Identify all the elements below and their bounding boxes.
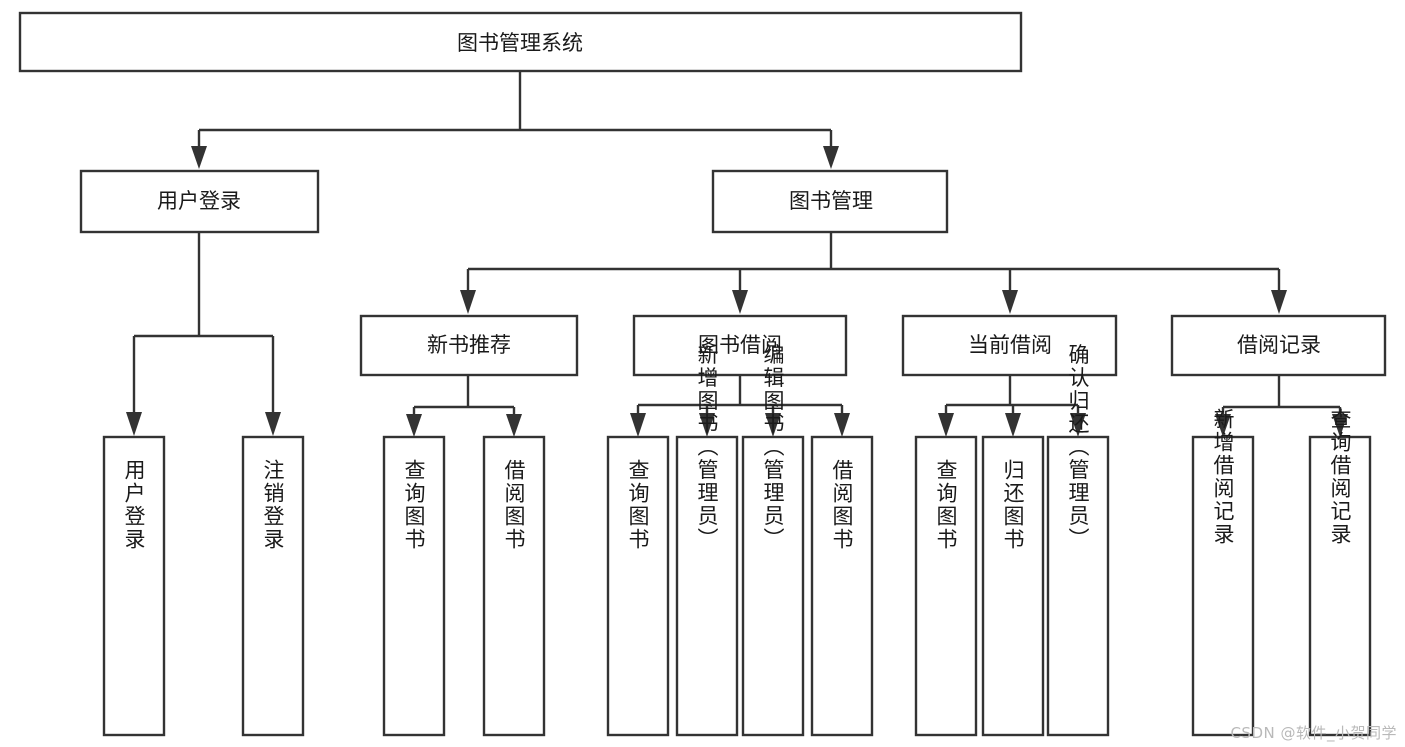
- node-leaf-user-login-label: 用户登录: [122, 459, 146, 551]
- node-leaf-borrow-book-2-label: 借阅图书: [830, 459, 854, 551]
- node-leaf-query-book-1-label: 查询图书: [402, 459, 426, 551]
- arrow-to-leaf-query-book-2: [630, 413, 646, 437]
- node-user-login-box[interactable]: [79, 169, 320, 234]
- node-leaf-query-book-2-box[interactable]: [606, 435, 670, 737]
- node-leaf-edit-book-admin-box[interactable]: [741, 435, 805, 737]
- node-leaf-logout-login[interactable]: 注销登录: [241, 435, 305, 737]
- node-root[interactable]: 图书管理系统: [18, 11, 1023, 73]
- node-leaf-add-borrow-record[interactable]: 新增借阅记录: [1191, 408, 1255, 737]
- node-book-borrow-label: 图书借阅: [698, 333, 782, 357]
- node-leaf-edit-book-admin[interactable]: 编辑图书（管理员）: [741, 344, 805, 737]
- node-leaf-borrow-book-1-box[interactable]: [482, 435, 546, 737]
- node-leaf-borrow-book-2-box[interactable]: [810, 435, 874, 737]
- node-leaf-borrow-book-1-label: 借阅图书: [502, 459, 526, 551]
- node-leaf-query-borrow-record-box[interactable]: [1308, 435, 1372, 737]
- node-new-book-recommend[interactable]: 新书推荐: [359, 314, 579, 377]
- node-current-borrow-box[interactable]: [901, 314, 1118, 377]
- node-borrow-record[interactable]: 借阅记录: [1170, 314, 1387, 377]
- node-leaf-confirm-return-admin-label: 确认归还（管理员）: [1066, 344, 1090, 551]
- node-leaf-borrow-book-1[interactable]: 借阅图书: [482, 435, 546, 737]
- node-leaf-confirm-return-admin-box[interactable]: [1046, 435, 1110, 737]
- arrow-to-book-borrow: [732, 290, 748, 314]
- node-leaf-add-borrow-record-box[interactable]: [1191, 435, 1255, 737]
- node-current-borrow[interactable]: 当前借阅: [901, 314, 1118, 377]
- arrow-to-leaf-add-borrow-record: [1215, 414, 1231, 437]
- node-leaf-edit-book-admin-label: 编辑图书（管理员）: [761, 344, 785, 551]
- node-leaf-add-book-admin[interactable]: 新增图书（管理员）: [675, 344, 739, 737]
- node-leaf-query-book-1-box[interactable]: [382, 435, 446, 737]
- node-leaf-return-book-label: 归还图书: [1001, 459, 1025, 551]
- node-leaf-logout-login-box[interactable]: [241, 435, 305, 737]
- node-leaf-query-book-1[interactable]: 查询图书: [382, 435, 446, 737]
- arrow-to-new-book-recommend: [460, 290, 476, 314]
- arrow-to-leaf-user-login: [126, 412, 142, 436]
- csdn-watermark: CSDN @软件_小贺同学: [1230, 724, 1397, 742]
- node-leaf-query-borrow-record[interactable]: 查询借阅记录: [1308, 408, 1372, 737]
- node-new-book-recommend-label: 新书推荐: [427, 333, 511, 357]
- node-leaf-confirm-return-admin[interactable]: 确认归还（管理员）: [1046, 344, 1110, 737]
- node-book-manage-label: 图书管理: [789, 189, 873, 213]
- node-book-borrow-box[interactable]: [632, 314, 848, 377]
- node-borrow-record-label: 借阅记录: [1237, 333, 1321, 357]
- connector-layer: [126, 71, 1348, 437]
- node-book-manage-box[interactable]: [711, 169, 949, 234]
- node-leaf-return-book-box[interactable]: [981, 435, 1045, 737]
- arrow-to-leaf-add-book-admin: [699, 413, 715, 437]
- node-leaf-return-book[interactable]: 归还图书: [981, 435, 1045, 737]
- arrow-to-leaf-query-book-1: [406, 414, 422, 437]
- node-borrow-record-box[interactable]: [1170, 314, 1387, 377]
- arrow-to-leaf-query-book-3: [938, 413, 954, 437]
- node-leaf-query-book-2-label: 查询图书: [626, 459, 650, 551]
- node-leaf-query-borrow-record-label: 查询借阅记录: [1328, 408, 1352, 546]
- node-root-label: 图书管理系统: [457, 31, 583, 55]
- arrow-to-borrow-record: [1271, 290, 1287, 314]
- arrow-to-current-borrow: [1002, 290, 1018, 314]
- arrow-to-user-login: [191, 146, 207, 169]
- node-leaf-query-book-3-label: 查询图书: [934, 459, 958, 551]
- node-user-login[interactable]: 用户登录: [79, 169, 320, 234]
- arrow-to-leaf-logout-login: [265, 412, 281, 436]
- node-leaf-logout-login-label: 注销登录: [261, 459, 285, 551]
- node-book-manage[interactable]: 图书管理: [711, 169, 949, 234]
- node-leaf-borrow-book-2[interactable]: 借阅图书: [810, 435, 874, 737]
- node-leaf-query-book-2[interactable]: 查询图书: [606, 435, 670, 737]
- arrow-to-leaf-confirm-return-admin: [1070, 413, 1086, 437]
- arrow-to-leaf-return-book: [1005, 413, 1021, 437]
- arrow-to-leaf-query-borrow-record: [1332, 414, 1348, 437]
- arrow-to-leaf-borrow-book-2: [834, 413, 850, 437]
- node-new-book-recommend-box[interactable]: [359, 314, 579, 377]
- node-root-box[interactable]: [18, 11, 1023, 73]
- node-leaf-query-book-3-box[interactable]: [914, 435, 978, 737]
- arrow-to-leaf-borrow-book-1: [506, 414, 522, 437]
- node-leaf-query-book-3[interactable]: 查询图书: [914, 435, 978, 737]
- node-book-borrow[interactable]: 图书借阅: [632, 314, 848, 377]
- node-leaf-add-book-admin-label: 新增图书（管理员）: [695, 344, 719, 551]
- node-current-borrow-label: 当前借阅: [968, 333, 1052, 357]
- node-leaf-user-login[interactable]: 用户登录: [102, 435, 166, 737]
- arrow-to-leaf-edit-book-admin: [765, 413, 781, 437]
- node-leaf-user-login-box[interactable]: [102, 435, 166, 737]
- node-leaf-add-borrow-record-label: 新增借阅记录: [1211, 408, 1235, 546]
- node-user-login-label: 用户登录: [157, 189, 241, 213]
- node-leaf-add-book-admin-box[interactable]: [675, 435, 739, 737]
- arrow-to-book-manage: [823, 146, 839, 169]
